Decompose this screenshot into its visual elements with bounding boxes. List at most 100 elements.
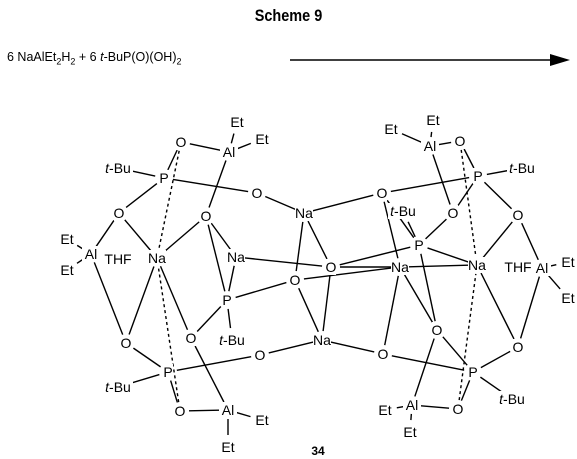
atom-label-al3: Al (222, 402, 234, 418)
label-background (103, 160, 133, 176)
bond (430, 131, 433, 138)
bond (425, 218, 447, 240)
label-background (507, 160, 537, 176)
label-background (326, 259, 336, 275)
bond (167, 149, 178, 171)
label-background (255, 347, 265, 363)
label-background (421, 138, 439, 154)
bond (237, 142, 252, 150)
bond (230, 133, 235, 144)
bond (228, 265, 235, 292)
bond (457, 183, 474, 206)
bond (401, 133, 423, 144)
atom-label-o17: O (378, 346, 389, 362)
atom-label-o1: O (176, 134, 187, 150)
atom-label-et2b: Et (60, 262, 73, 278)
reactant-text: -BuP(O)(OH) (103, 50, 177, 64)
atom-label-et3a: Et (255, 412, 268, 428)
atom-label-o10: O (175, 403, 186, 419)
bond (125, 182, 158, 209)
bond (408, 264, 469, 268)
bond (480, 272, 515, 340)
bond (303, 267, 392, 280)
atom-label-tbu2: t-Bu (219, 332, 245, 348)
bond (486, 169, 511, 176)
atom-label-o6: O (186, 330, 197, 346)
atom-label-et2a: Et (60, 231, 73, 247)
label-background (513, 339, 523, 355)
dashed-bond (158, 150, 180, 250)
bond (390, 176, 470, 193)
dashed-bond (460, 149, 477, 257)
bond (235, 281, 287, 299)
bond (312, 194, 374, 212)
atom-label-al2: Al (85, 246, 97, 262)
atom-label-et3b: Et (221, 439, 234, 455)
bond (268, 341, 314, 354)
subscript: 2 (70, 56, 76, 67)
atom-label-p3: P (163, 364, 172, 380)
label-background (82, 246, 100, 262)
label-background (219, 439, 237, 455)
bond (483, 181, 513, 210)
atom-label-p4: P (473, 168, 482, 184)
label-background (533, 260, 551, 276)
label-background (252, 185, 262, 201)
bond (432, 154, 451, 205)
label-background (148, 250, 166, 266)
atom-label-et4b: Et (384, 121, 397, 137)
bond (227, 308, 232, 329)
bond (442, 336, 468, 366)
bond (128, 266, 155, 335)
label-background (295, 205, 313, 221)
atom-label-p5: P (414, 237, 423, 253)
label-background (448, 205, 458, 221)
label-background (505, 259, 531, 275)
bond (176, 355, 252, 372)
bond (427, 247, 469, 263)
bond (480, 350, 511, 369)
label-background (473, 168, 483, 184)
atom-label-o18: O (453, 401, 464, 417)
label-background (114, 205, 124, 221)
bond (208, 160, 227, 208)
bond (172, 178, 249, 193)
subscript: 2 (176, 56, 182, 67)
atom-label-o12: O (455, 133, 466, 149)
atom-label-o2: O (114, 205, 125, 221)
atom-label-et5a: Et (561, 254, 574, 270)
atom-label-p2: P (222, 292, 231, 308)
label-background (388, 203, 418, 219)
label-background (391, 259, 409, 275)
atom-label-na2: Na (227, 249, 245, 265)
bond (159, 266, 189, 330)
bond (391, 355, 465, 371)
atom-label-thf2: THF (504, 259, 531, 275)
atom-label-et4a: Et (426, 112, 439, 128)
label-background (103, 379, 133, 395)
dashed-bond (157, 266, 180, 403)
bond (384, 275, 399, 346)
label-background (217, 332, 247, 348)
atom-label-al4: Al (424, 138, 436, 154)
bond (547, 274, 561, 290)
label-background (58, 262, 76, 278)
bond (129, 373, 160, 385)
bond-lines (76, 131, 561, 435)
dashed-bond (458, 273, 477, 401)
bond (396, 405, 404, 409)
label-background (559, 290, 577, 306)
label-background (455, 133, 465, 149)
bond (322, 275, 331, 332)
bond (244, 257, 323, 267)
atom-label-tbu3: t-Bu (105, 379, 131, 395)
atom-label-tbu1: t-Bu (105, 160, 131, 176)
reaction-equation: 6 NaAlEt2H2 + 6 t-BuP(O)(OH)2 (7, 50, 182, 67)
atom-label-na4: Na (391, 259, 409, 275)
label-background (313, 332, 331, 348)
atom-label-o16: O (513, 339, 524, 355)
subscript: 2 (56, 56, 62, 67)
reactant-text: H (61, 50, 71, 64)
bond (339, 246, 411, 266)
label-background (201, 208, 211, 224)
